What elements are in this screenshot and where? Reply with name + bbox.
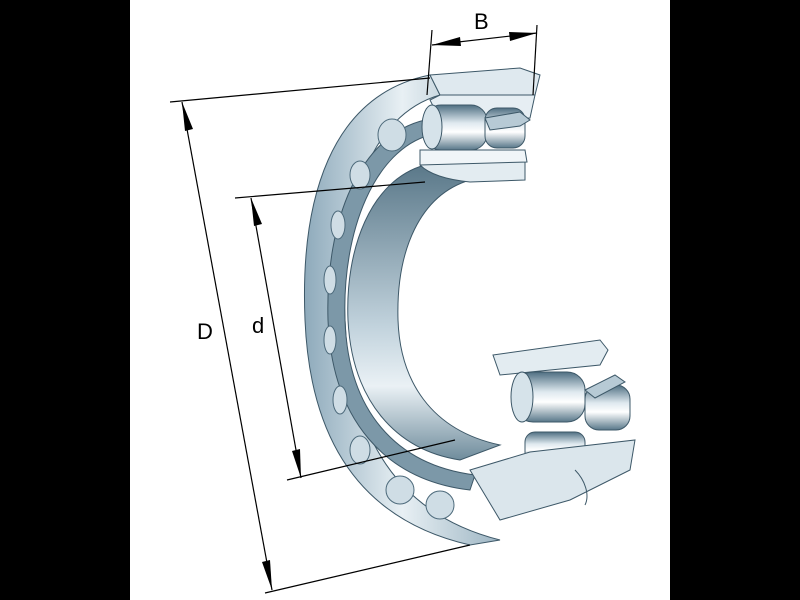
top-cross-section <box>419 94 536 166</box>
roller-row <box>323 118 455 520</box>
dimension-d: d <box>234 181 456 481</box>
bottom-cross-section <box>469 339 636 521</box>
dimension-label-d: d <box>252 313 264 338</box>
dimension-D: D <box>169 77 471 594</box>
dimension-B: B <box>426 9 538 96</box>
inner-ring <box>347 149 526 461</box>
dimension-label-B: B <box>474 9 489 34</box>
dimension-label-D: D <box>197 319 213 344</box>
